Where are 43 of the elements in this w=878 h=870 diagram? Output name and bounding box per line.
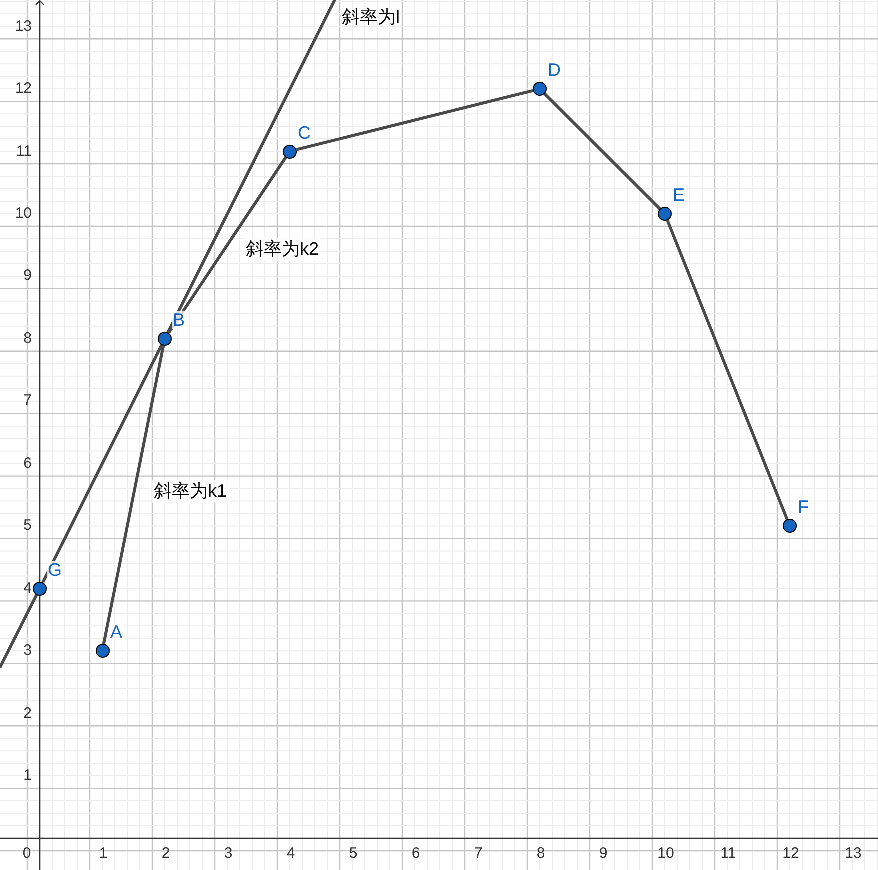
tick-label: 1 <box>98 846 109 861</box>
point-label: F <box>797 498 810 516</box>
line-segment <box>296 89 534 152</box>
point-label: A <box>110 623 124 642</box>
tick-label: 10 <box>656 846 676 861</box>
tick-label: 6 <box>22 456 32 471</box>
point-label: E <box>672 186 686 204</box>
tick-label: 13 <box>14 18 32 34</box>
point-label: G <box>47 560 64 579</box>
point-label: C <box>297 124 312 142</box>
tick-label: 5 <box>348 846 359 861</box>
tick-label: 2 <box>160 846 172 861</box>
tick-label: 9 <box>598 846 609 861</box>
tick-label: 10 <box>14 206 32 221</box>
tick-label: 7 <box>22 393 32 408</box>
point-label: D <box>547 61 562 80</box>
tick-label: 6 <box>410 846 422 861</box>
edge-label: 斜率为k1 <box>152 480 230 502</box>
tick-label: 11 <box>15 144 32 159</box>
tick-label: 13 <box>844 846 863 861</box>
tick-label: 7 <box>473 846 484 861</box>
tick-label: 5 <box>22 518 32 534</box>
tick-label: 12 <box>782 846 800 861</box>
line-segment <box>666 220 789 520</box>
tick-label: 4 <box>22 580 32 596</box>
line-segment <box>544 92 662 210</box>
tick-label: 2 <box>22 706 32 721</box>
slope-note: 斜率为l <box>341 6 401 28</box>
point-label: B <box>172 310 186 329</box>
tick-label: 3 <box>22 643 32 658</box>
edge-label: 斜率为k2 <box>244 238 322 260</box>
line-segment <box>102 345 166 645</box>
tick-label: 0 <box>22 846 32 861</box>
tick-label: 9 <box>22 268 32 284</box>
tick-label: 4 <box>286 846 296 861</box>
tick-label: 8 <box>536 846 546 861</box>
line-segment <box>168 156 288 334</box>
tick-label: 12 <box>14 81 32 96</box>
tick-label: 3 <box>223 846 234 861</box>
tick-label: 8 <box>22 330 32 346</box>
line-segment <box>42 344 164 584</box>
tick-label: 1 <box>22 768 32 784</box>
tick-label: 11 <box>720 846 738 861</box>
